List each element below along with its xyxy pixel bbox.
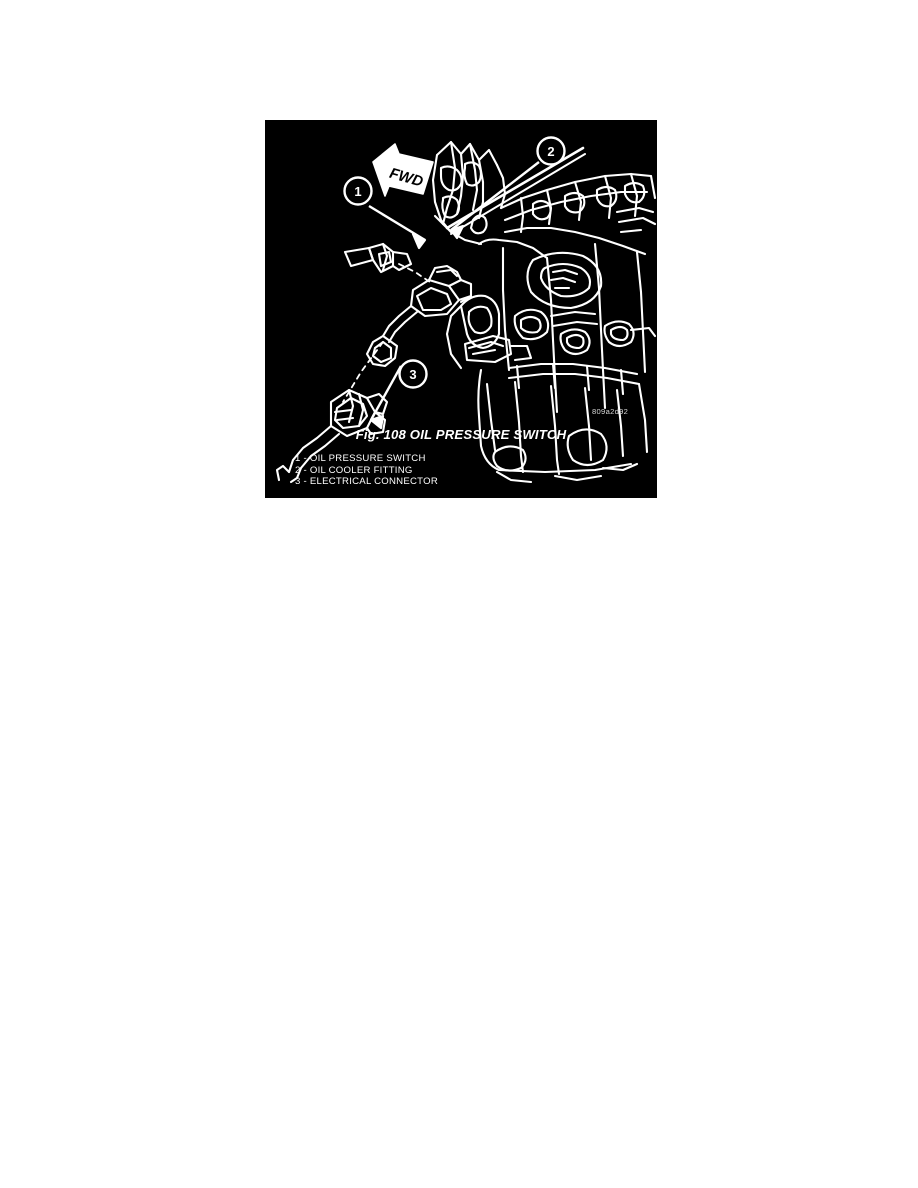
callout-3-label: 3 [409,367,416,382]
legend-item-1: 1 - OIL PRESSURE SWITCH [295,453,426,464]
fwd-orientation-arrow: FWD [372,143,434,197]
callout-3-circle [398,359,428,389]
transmission-line-drawing: FWD 1 2 3 [265,120,657,498]
callout-1-label: 1 [354,184,361,199]
transmission-housing-outline [275,140,657,484]
figure-legend: 1 - OIL PRESSURE SWITCH 2 - OIL COOLER F… [295,453,635,488]
legend-item-3: 3 - ELECTRICAL CONNECTOR [295,476,439,488]
callout-1: 1 [343,176,427,250]
drawing-reference-code: 809a2d92 [592,407,629,416]
callout-1-circle [343,176,373,206]
figure-illustration-panel: FWD 1 2 3 [265,120,657,498]
callout-2: 2 [449,136,566,240]
figure-caption: Fig. 108 OIL PRESSURE SWITCH [355,427,567,442]
callout-2-label: 2 [547,144,554,159]
callout-3: 3 [369,359,428,430]
legend-item-2: 2 - OIL COOLER FITTING [295,464,413,476]
callout-2-circle [536,136,566,166]
